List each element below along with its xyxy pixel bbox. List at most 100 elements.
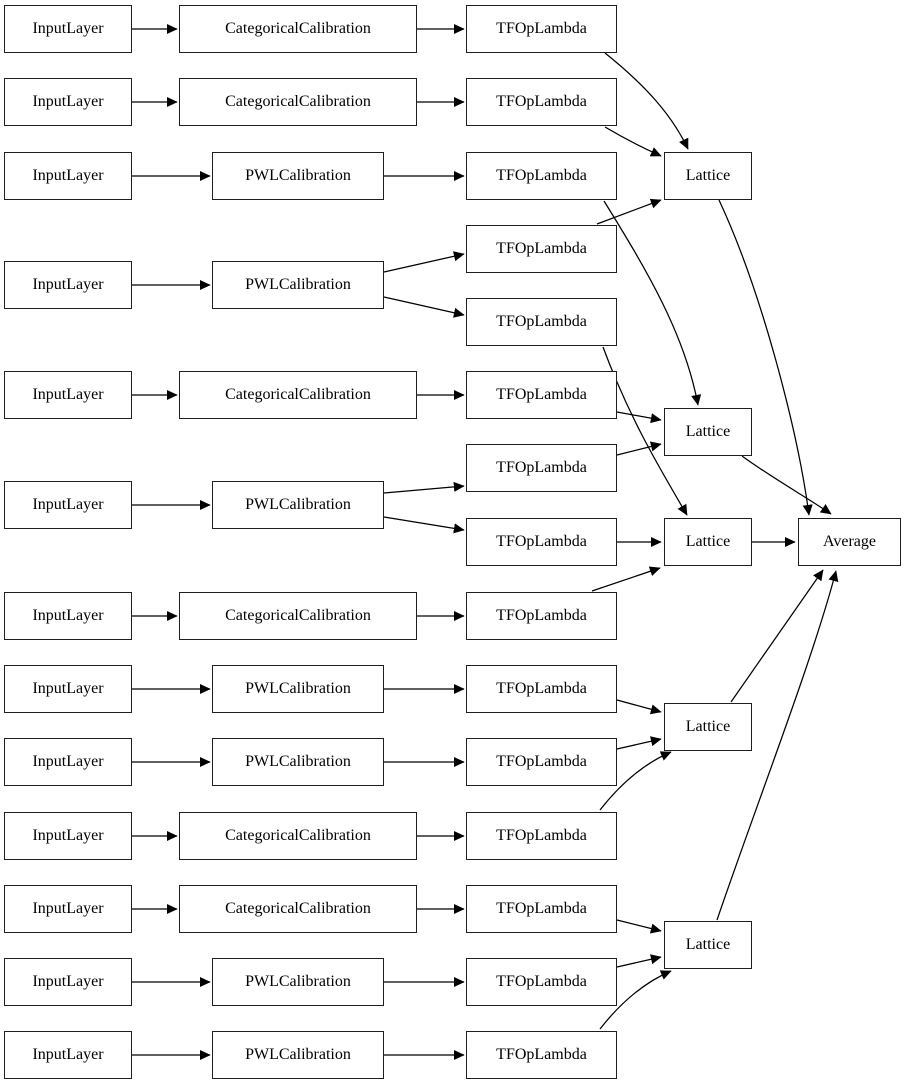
node-input-layer-in8: InputLayer: [4, 665, 132, 713]
node-tfop-lambda-tf11: TFOpLambda: [466, 885, 617, 933]
edge-lat2-to-avg: [741, 455, 832, 515]
node-label: PWLCalibration: [245, 496, 351, 513]
edge-tf13-to-lat5: [599, 970, 672, 1030]
node-lattice-lat4: Lattice: [664, 703, 752, 751]
edge-cal6-to-tf6a: [383, 481, 465, 494]
node-input-layer-in10: InputLayer: [4, 812, 132, 860]
node-label: InputLayer: [32, 827, 104, 844]
node-input-layer-in3: InputLayer: [4, 152, 132, 200]
node-label: InputLayer: [32, 753, 104, 770]
node-label: TFOpLambda: [496, 680, 587, 697]
node-label: PWLCalibration: [245, 973, 351, 990]
node-input-layer-in9: InputLayer: [4, 738, 132, 786]
node-label: InputLayer: [32, 900, 104, 917]
node-input-layer-in12: InputLayer: [4, 958, 132, 1006]
node-input-layer-in11: InputLayer: [4, 885, 132, 933]
node-categorical-calibration-cal11: CategoricalCalibration: [179, 885, 417, 933]
edge-lat4-to-avg: [730, 569, 824, 703]
node-label: TFOpLambda: [496, 827, 587, 844]
node-label: CategoricalCalibration: [225, 900, 371, 917]
node-tfop-lambda-tf7: TFOpLambda: [466, 592, 617, 640]
edge-tf3-to-lat2: [603, 200, 702, 406]
edge-tf11-to-lat5: [616, 919, 662, 934]
node-label: PWLCalibration: [245, 680, 351, 697]
node-lattice-lat3: Lattice: [664, 518, 752, 566]
node-lattice-lat5: Lattice: [664, 921, 752, 969]
node-label: TFOpLambda: [496, 753, 587, 770]
node-label: InputLayer: [32, 386, 104, 403]
edge-tf7-to-lat3: [591, 566, 661, 592]
edge-lat1-to-avg: [718, 199, 813, 516]
edge-tf4a-to-lat1: [596, 198, 662, 225]
node-categorical-calibration-cal1: CategoricalCalibration: [179, 5, 417, 53]
node-pwlcalibration-cal13: PWLCalibration: [212, 1031, 384, 1079]
node-label: TFOpLambda: [496, 20, 587, 37]
node-label: InputLayer: [32, 496, 104, 513]
node-tfop-lambda-tf6b: TFOpLambda: [466, 518, 617, 566]
node-categorical-calibration-cal7: CategoricalCalibration: [179, 592, 417, 640]
node-input-layer-in7: InputLayer: [4, 592, 132, 640]
node-input-layer-in6: InputLayer: [4, 481, 132, 529]
node-tfop-lambda-tf6a: TFOpLambda: [466, 444, 617, 492]
node-label: TFOpLambda: [496, 533, 587, 550]
edge-tf12-to-lat5: [616, 954, 662, 968]
node-label: InputLayer: [32, 276, 104, 293]
node-label: TFOpLambda: [496, 900, 587, 917]
node-label: TFOpLambda: [496, 386, 587, 403]
node-tfop-lambda-tf4b: TFOpLambda: [466, 298, 617, 346]
node-label: TFOpLambda: [496, 973, 587, 990]
node-tfop-lambda-tf3: TFOpLambda: [466, 152, 617, 200]
node-tfop-lambda-tf5: TFOpLambda: [466, 371, 617, 419]
node-pwlcalibration-cal9: PWLCalibration: [212, 738, 384, 786]
node-input-layer-in1: InputLayer: [4, 5, 132, 53]
node-label: InputLayer: [32, 20, 104, 37]
node-label: InputLayer: [32, 1046, 104, 1063]
node-label: PWLCalibration: [245, 167, 351, 184]
node-label: TFOpLambda: [496, 93, 587, 110]
node-pwlcalibration-cal8: PWLCalibration: [212, 665, 384, 713]
edge-tf6a-to-lat2: [616, 441, 662, 456]
node-tfop-lambda-tf10: TFOpLambda: [466, 812, 617, 860]
node-lattice-lat1: Lattice: [664, 152, 752, 200]
edge-tf5-to-lat2: [616, 411, 662, 424]
node-label: TFOpLambda: [496, 1046, 587, 1063]
node-input-layer-in5: InputLayer: [4, 371, 132, 419]
node-label: InputLayer: [32, 93, 104, 110]
node-tfop-lambda-tf2: TFOpLambda: [466, 78, 617, 126]
node-categorical-calibration-cal5: CategoricalCalibration: [179, 371, 417, 419]
edge-tf9-to-lat4: [616, 736, 662, 750]
node-input-layer-in13: InputLayer: [4, 1031, 132, 1079]
edge-cal6-to-tf6b: [383, 516, 465, 534]
node-label: Lattice: [685, 718, 731, 735]
node-lattice-lat2: Lattice: [664, 408, 752, 456]
node-label: Average: [823, 533, 876, 550]
node-pwlcalibration-cal3: PWLCalibration: [212, 152, 384, 200]
node-label: TFOpLambda: [496, 459, 587, 476]
node-label: CategoricalCalibration: [225, 386, 371, 403]
node-tfop-lambda-tf8: TFOpLambda: [466, 665, 617, 713]
node-label: PWLCalibration: [245, 1046, 351, 1063]
edge-cal4-to-tf4b: [383, 296, 465, 318]
node-label: CategoricalCalibration: [225, 93, 371, 110]
node-input-layer-in4: InputLayer: [4, 261, 132, 309]
node-label: InputLayer: [32, 680, 104, 697]
node-label: TFOpLambda: [496, 240, 587, 257]
node-label: InputLayer: [32, 167, 104, 184]
node-categorical-calibration-cal10: CategoricalCalibration: [179, 812, 417, 860]
node-label: TFOpLambda: [496, 607, 587, 624]
node-label: Lattice: [685, 936, 731, 953]
node-label: Lattice: [685, 423, 731, 440]
node-average-avg: Average: [798, 518, 901, 566]
node-input-layer-in2: InputLayer: [4, 78, 132, 126]
node-label: Lattice: [685, 167, 731, 184]
node-label: TFOpLambda: [496, 167, 587, 184]
edge-tf8-to-lat4: [616, 699, 662, 715]
node-label: InputLayer: [32, 973, 104, 990]
node-tfop-lambda-tf12: TFOpLambda: [466, 958, 617, 1006]
node-label: TFOpLambda: [496, 313, 587, 330]
edge-tf1-to-lat1: [604, 52, 689, 150]
node-tfop-lambda-tf13: TFOpLambda: [466, 1031, 617, 1079]
node-label: PWLCalibration: [245, 276, 351, 293]
